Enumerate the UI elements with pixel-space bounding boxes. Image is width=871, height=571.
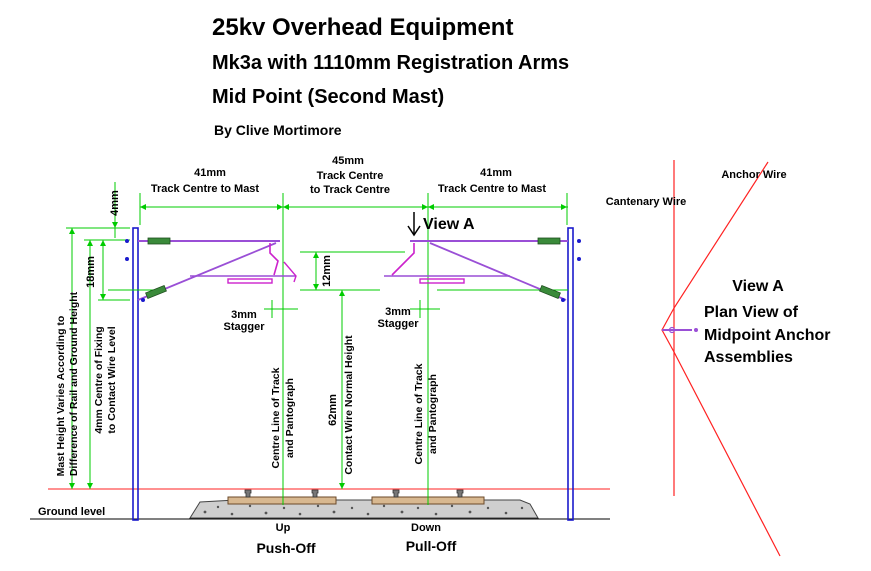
dim-stagger-right-label: Stagger (378, 318, 420, 330)
label-fixing-1: 4mm Centre of Fixing (93, 326, 105, 433)
pull-off-label: Pull-Off (406, 538, 457, 554)
dim-left-span-value: 41mm (194, 167, 226, 179)
label-centre-line-left-1: Centre Line of Track (270, 367, 282, 468)
right-dropper (391, 243, 415, 276)
rails (244, 489, 464, 498)
left-dropper (269, 243, 279, 276)
dim-mid-span-value: 45mm (332, 155, 364, 167)
label-centre-line-left-2: and Pantograph (284, 378, 296, 458)
label-mast-height-2: Difference of Rail and Ground Height (68, 291, 80, 476)
dim-left-span-label: Track Centre to Mast (151, 183, 260, 195)
push-off-label: Push-Off (256, 540, 315, 556)
dim-top-gap: 4mm (109, 190, 121, 216)
left-steady (283, 261, 297, 283)
plan-view (661, 160, 781, 557)
rail-up-right (311, 489, 319, 498)
rail-down-left (392, 489, 400, 498)
right-insulator-bottom (539, 284, 561, 300)
ground-level-label: Ground level (38, 506, 105, 518)
label-centre-line-right-1: Centre Line of Track (413, 363, 425, 464)
subtitle-arms: Mk3a with 1110mm Registration Arms (212, 52, 570, 74)
left-mast (132, 227, 139, 521)
dim-mid-span-label1: Track Centre (317, 170, 384, 182)
ballast-group (30, 488, 610, 520)
label-mast-height-1: Mast Height Varies According to (55, 316, 67, 477)
subtitle-mid-point: Mid Point (Second Mast) (212, 86, 445, 108)
right-registration-tube (419, 278, 465, 284)
dimension-lines (66, 182, 568, 505)
left-insulator-top (147, 237, 171, 245)
rail-up-left (244, 489, 252, 498)
left-registration-tube (227, 278, 273, 284)
right-cantilever (384, 237, 581, 302)
dim-wire-gap: 12mm (321, 255, 333, 287)
label-contact-wire: Contact Wire Normal Height (343, 335, 355, 475)
plan-catenary-wire-label: Cantenary Wire (606, 196, 687, 208)
dim-stagger-right-value: 3mm (385, 306, 411, 318)
plan-view-line1: Plan View of (704, 304, 799, 321)
right-insulator-top (537, 237, 561, 245)
label-centre-line-right-2: and Pantograph (427, 374, 439, 454)
page-title: 25kv Overhead Equipment (212, 14, 514, 41)
plan-view-line2: Midpoint Anchor (704, 327, 831, 344)
plan-anchor-wire-label: Anchor Wire (721, 169, 786, 181)
dim-contact-wire-height: 62mm (327, 394, 339, 426)
author-credit: By Clive Mortimore (214, 122, 342, 138)
view-a-marker: View A (423, 216, 475, 233)
dim-right-span-label: Track Centre to Mast (438, 183, 547, 195)
dim-mid-span-label2: to Track Centre (310, 184, 390, 196)
ballast-speckle (203, 504, 524, 516)
dim-stagger-left-label: Stagger (224, 321, 266, 333)
track-down-label: Down (411, 522, 441, 534)
dim-right-span-value: 41mm (480, 167, 512, 179)
track-up-label: Up (276, 522, 291, 534)
right-mast (567, 227, 574, 521)
plan-view-a-heading: View A (732, 278, 784, 295)
dim-stagger-left-value: 3mm (231, 309, 257, 321)
rail-down-right (456, 489, 464, 498)
masts (132, 227, 574, 521)
left-cantilever (125, 237, 297, 302)
dim-fixing-height: 18mm (85, 256, 97, 288)
left-insulator-bottom (145, 284, 167, 300)
plan-view-line3: Assemblies (704, 349, 793, 366)
sleeper-up (227, 496, 337, 505)
view-a-arrow (407, 212, 421, 237)
label-fixing-2: to Contact Wire Level (106, 326, 118, 433)
